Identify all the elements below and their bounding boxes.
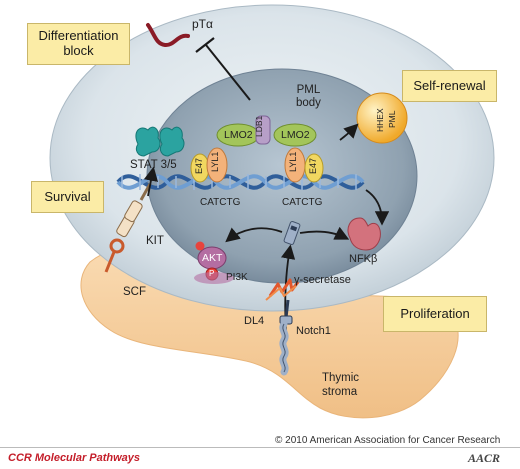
stat35-icon <box>135 126 185 157</box>
nfkb-arrow <box>365 189 390 226</box>
hhex-label: HHEX <box>375 108 385 132</box>
akt-red-dot <box>195 241 205 251</box>
notch1-receptor-icon <box>279 299 293 376</box>
kit-label: KIT <box>146 235 164 247</box>
pml-label: PML <box>387 110 397 128</box>
survival-box: Survival <box>31 181 104 213</box>
nfkb-icon <box>347 217 381 251</box>
lyl1-right-label: LYL1 <box>288 151 298 172</box>
phospho-label: P <box>209 269 215 278</box>
e47-right-protein <box>304 153 324 183</box>
pta-label: pTα <box>192 17 213 31</box>
thymic-stroma-label: Thymic stroma <box>322 372 360 398</box>
catctg-left-label: CATCTG <box>200 197 241 208</box>
ldb1-protein <box>255 115 271 145</box>
pml-arrow <box>339 123 359 141</box>
gamma-secretase-label: γ-secretase <box>294 274 351 286</box>
proliferation-box: Proliferation <box>383 296 487 332</box>
kit-receptor-icon <box>116 183 152 238</box>
notch-to-nfkb-arrow <box>299 226 350 240</box>
catctg-right-label: CATCTG <box>282 197 323 208</box>
lmo2-right-protein <box>273 123 317 147</box>
pml-body-icon <box>356 92 408 144</box>
scf-label: SCF <box>123 286 146 298</box>
kit-to-stat-arrow <box>143 166 159 197</box>
stat-label: STAT 3/5 <box>130 159 177 171</box>
lyl1-left-label: LYL1 <box>210 151 220 172</box>
ldb1-label: LDB1 <box>254 115 264 137</box>
scf-ligand-icon <box>104 238 125 273</box>
pml-body-label: PML body <box>296 84 321 109</box>
self-renewal-box: Self-renewal <box>402 70 497 102</box>
e47-left-label: E47 <box>194 157 204 174</box>
e47-right-label: E47 <box>308 157 318 174</box>
notch-intracellular-icon <box>283 221 301 245</box>
inhibition-line <box>205 44 251 101</box>
inhibition-bar <box>195 37 215 53</box>
differentiation-block-box: Differentiation block <box>27 23 130 65</box>
nfkb-label: NFKβ <box>349 253 378 265</box>
pi3k-protein <box>194 272 234 284</box>
pta-receptor-icon <box>146 23 190 47</box>
lmo2-left-label: LMO2 <box>224 129 253 141</box>
lyl1-left-protein <box>206 147 228 183</box>
dl4-label: DL4 <box>244 315 265 327</box>
lmo2-right-label: LMO2 <box>281 129 310 141</box>
notch1-label: Notch1 <box>296 325 331 337</box>
aacr-logo: AACR <box>468 451 501 465</box>
copyright-text: © 2010 American Association for Cancer R… <box>275 435 501 446</box>
pi3k-label: PI3K <box>226 272 248 283</box>
footer-bar <box>0 447 520 469</box>
journal-label: CCR Molecular Pathways <box>8 452 141 464</box>
akt-label: AKT <box>202 252 223 264</box>
notch-to-akt-arrow <box>225 227 283 243</box>
gamma-secretase-icon-shadow <box>265 285 297 301</box>
